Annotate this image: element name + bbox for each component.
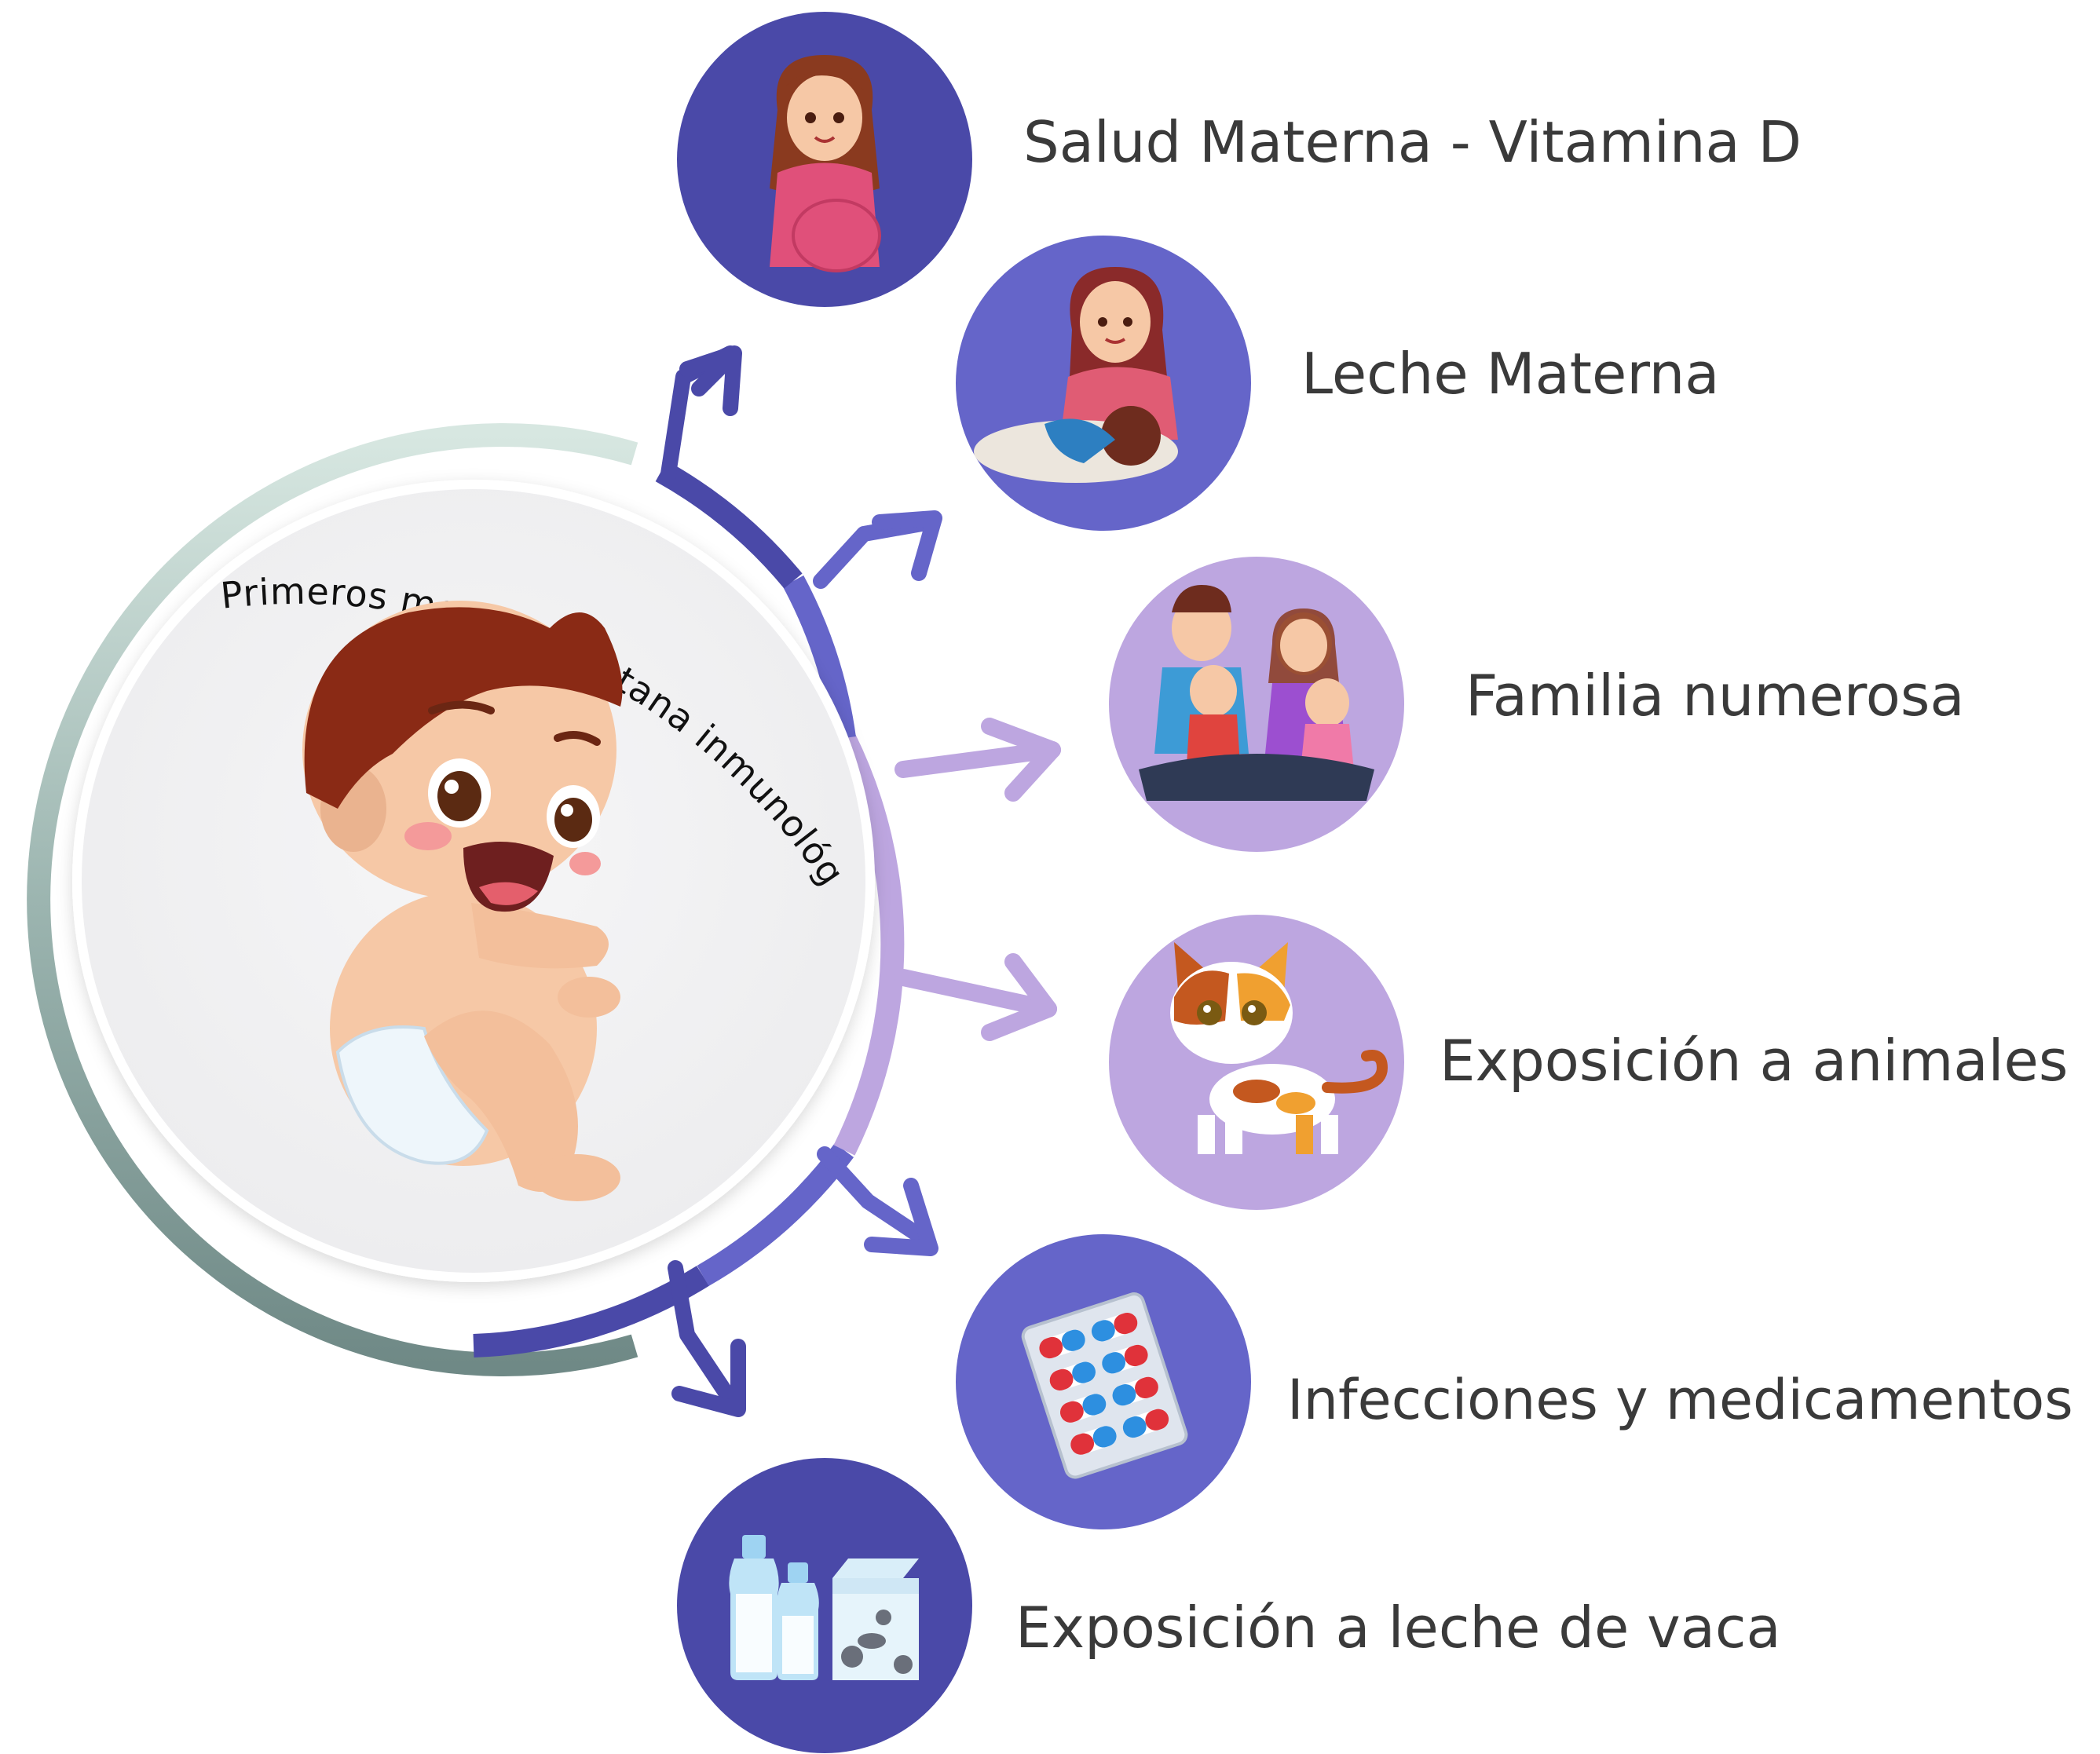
arrow-large-family (895, 741, 1061, 778)
breastfeeding-mother-icon (974, 267, 1178, 483)
label-animal-exposure: Exposición a animales (1440, 1028, 2069, 1094)
outer-ring (27, 423, 905, 1376)
cat-icon (1170, 942, 1388, 1154)
family-icon (1139, 585, 1374, 801)
arrows (660, 345, 1061, 1417)
label-cow-milk: Exposición a leche de vaca (1015, 1595, 1781, 1661)
pill-blister-icon (1021, 1292, 1188, 1479)
arrow-infections-meds (817, 1146, 935, 1248)
baby-icon (302, 601, 623, 1201)
milk-bottles-icon (729, 1535, 919, 1680)
factor-circle-infections-meds (956, 1234, 1251, 1529)
arrow-animal-exposure (895, 969, 1057, 1018)
label-maternal-health: Salud Materna - Vitamina D (1023, 109, 1802, 175)
pregnant-mother-icon (770, 55, 881, 272)
arrow-cow-milk (668, 1260, 742, 1413)
factor-circle-cow-milk (677, 1458, 972, 1753)
factor-circle-large-family (1109, 557, 1404, 852)
factor-circle-breast-milk (956, 236, 1251, 531)
label-infections-meds: Infecciones y medicamentos (1287, 1368, 2073, 1432)
label-breast-milk: Leche Materna (1301, 341, 1720, 407)
label-large-family: Familia numerosa (1465, 663, 1965, 729)
factor-circle-maternal-health (677, 12, 972, 307)
factor-circle-animal-exposure (1109, 915, 1404, 1210)
